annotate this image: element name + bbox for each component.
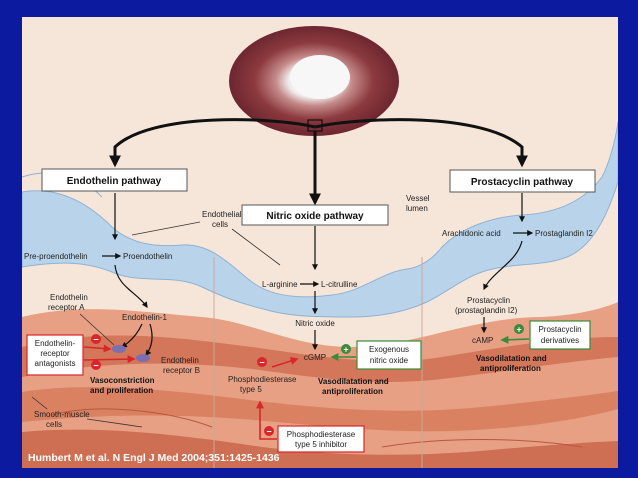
prostacyclin-label-line2: (prostaglandin I2) [455,306,518,315]
antagonists-label-line2: receptor [40,349,70,358]
endothelin-pathway-title: Endothelin pathway [67,176,162,187]
smooth-muscle-label: Smooth-muscle [34,410,90,419]
camp-label: cAMP [472,336,493,345]
svg-text:−: − [266,427,271,437]
prostacyclin-pathway-title: Prostacyclin pathway [471,177,574,188]
prostacyclin-derivatives-label-line2: derivatives [541,336,579,345]
vasodilatation-pc-label-line2: antiproliferation [480,364,541,373]
vessel-lumen-label: Vessel [406,194,430,203]
nitric-oxide-pathway-title: Nitric oxide pathway [266,211,364,222]
cgmp-label: cGMP [304,353,326,362]
receptor-a [112,345,126,353]
inhibit-sign-pde5 [257,357,267,367]
vasoconstriction-label: Vasoconstriction [90,376,155,385]
endothelin-flow: Pre-proendothelin Proendothelin Endothel… [24,193,200,429]
antagonists-label: Endothelin- [35,339,76,348]
stimulate-sign-no [341,344,351,354]
antagonists-label-line3: antagonists [35,359,76,368]
svg-text:+: + [516,325,521,335]
endothelial-cells-label-line2: cells [212,220,228,229]
endothelial-cells-label: Endothelial [202,210,242,219]
receptor-a-label-line2: receptor A [48,303,85,312]
svg-text:−: − [93,335,98,345]
citation-text: Humbert M et al. N Engl J Med 2004;351:1… [28,452,280,464]
receptor-b-label-line2: receptor B [163,366,200,375]
proendothelin-label: Proendothelin [123,252,172,261]
pde5-label-line2: type 5 [240,385,262,394]
nitric-oxide-pathway-box: Nitric oxide pathway [241,204,389,226]
nitric-oxide-label: Nitric oxide [295,319,335,328]
l-citrulline-label: L-citrulline [321,280,358,289]
pre-proendothelin-label: Pre-proendothelin [24,252,88,261]
antagonists-box [26,334,84,376]
endothelial-pointer-left [131,221,201,236]
inhibit-sign-a [91,334,101,344]
receptor-a-label: Endothelin [50,293,88,302]
smooth-muscle-layer [22,302,618,468]
vasodilatation-no-label-line2: antiproliferation [322,387,383,396]
stimulate-sign-pc [514,324,524,334]
vasodilatation-no-label: Vasodilatation and [318,377,389,386]
receptor-b-label: Endothelin [161,356,199,365]
endothelial-pointer-right [231,228,281,266]
l-arginine-label: L-arginine [262,280,298,289]
pathway-diagram: Endothelin pathway Nitric oxide pathway … [22,26,618,468]
endothelin-pathway-box: Endothelin pathway [41,168,188,192]
exogenous-no-label: Exogenous [369,345,409,354]
pde5-inhibitor-label: Phosphodiesterase [287,430,356,439]
prostacyclin-derivatives-box [529,320,591,350]
svg-text:−: − [259,358,264,368]
branch-arrows [109,118,528,206]
inhibit-sign-b [91,360,101,370]
vasodilatation-pc-label: Vasodilatation and [476,354,547,363]
svg-text:+: + [343,345,348,355]
pde5-inhibitor-box [277,425,365,453]
inhibit-sign-inhibitor [264,426,274,436]
exogenous-no-box [356,340,422,370]
prostacyclin-flow: Arachidonic acid Prostaglandin I2 Prosta… [442,193,593,373]
nitric-oxide-flow: L-arginine L-citrulline Nitric oxide cGM… [228,226,422,453]
exogenous-no-label-line2: nitric oxide [370,356,409,365]
prostacyclin-derivatives-label: Prostacyclin [538,325,581,334]
prostacyclin-pathway-box: Prostacyclin pathway [449,169,596,193]
smooth-muscle-label-line2: cells [46,420,62,429]
endothelin-1-label: Endothelin-1 [122,313,167,322]
vessel-cross-section [229,26,399,136]
vasoconstriction-label-line2: and proliferation [90,386,153,395]
receptor-b [136,354,150,362]
pde5-inhibitor-label-line2: type 5 inhibitor [295,440,347,449]
diagram-panel: Endothelin pathway Nitric oxide pathway … [22,17,618,468]
prostaglandin-i2-label: Prostaglandin I2 [535,229,593,238]
vessel-lumen-label-line2: lumen [406,204,428,213]
pde5-label: Phosphodiesterase [228,375,297,384]
svg-text:−: − [93,361,98,371]
arachidonic-acid-label: Arachidonic acid [442,229,501,238]
prostacyclin-label: Prostacyclin [467,296,510,305]
